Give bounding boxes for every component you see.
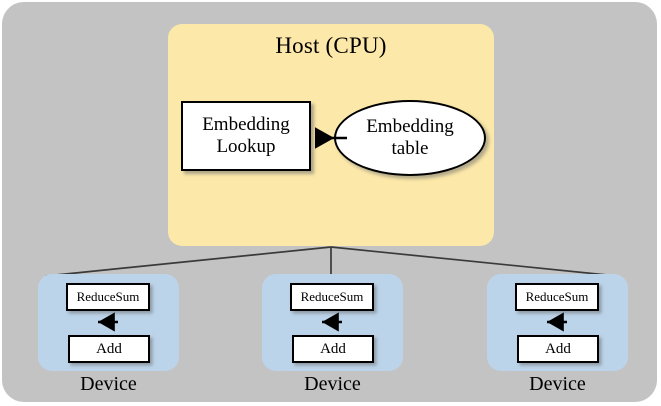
reduce-sum-label: ReduceSum — [76, 289, 140, 304]
reduce-sum-node: ReduceSum — [290, 283, 374, 311]
add-label: Add — [96, 340, 122, 357]
reduce-sum-label: ReduceSum — [525, 289, 589, 304]
reduce-sum-node: ReduceSum — [515, 283, 599, 311]
add-node: Add — [517, 335, 599, 363]
device-panel: ReduceSum Add Device — [262, 274, 403, 395]
add-label: Add — [320, 340, 346, 357]
device-panel: ReduceSum Add Device — [487, 274, 628, 395]
device-label: Device — [304, 373, 361, 395]
device-label: Device — [529, 373, 586, 395]
reduce-sum-node: ReduceSum — [66, 283, 150, 311]
reduce-sum-label: ReduceSum — [300, 289, 364, 304]
embedding-table-node: Embedding table — [334, 100, 486, 176]
add-label: Add — [545, 340, 571, 357]
device-panel: ReduceSum Add Device — [38, 274, 179, 395]
embedding-lookup-label: Embedding Lookup — [202, 114, 290, 157]
embedding-table-label: Embedding table — [366, 116, 454, 159]
host-cpu-title: Host (CPU) — [275, 33, 387, 58]
device-label: Device — [80, 373, 137, 395]
embedding-lookup-node: Embedding Lookup — [181, 101, 311, 171]
add-node: Add — [292, 335, 374, 363]
add-node: Add — [68, 335, 150, 363]
